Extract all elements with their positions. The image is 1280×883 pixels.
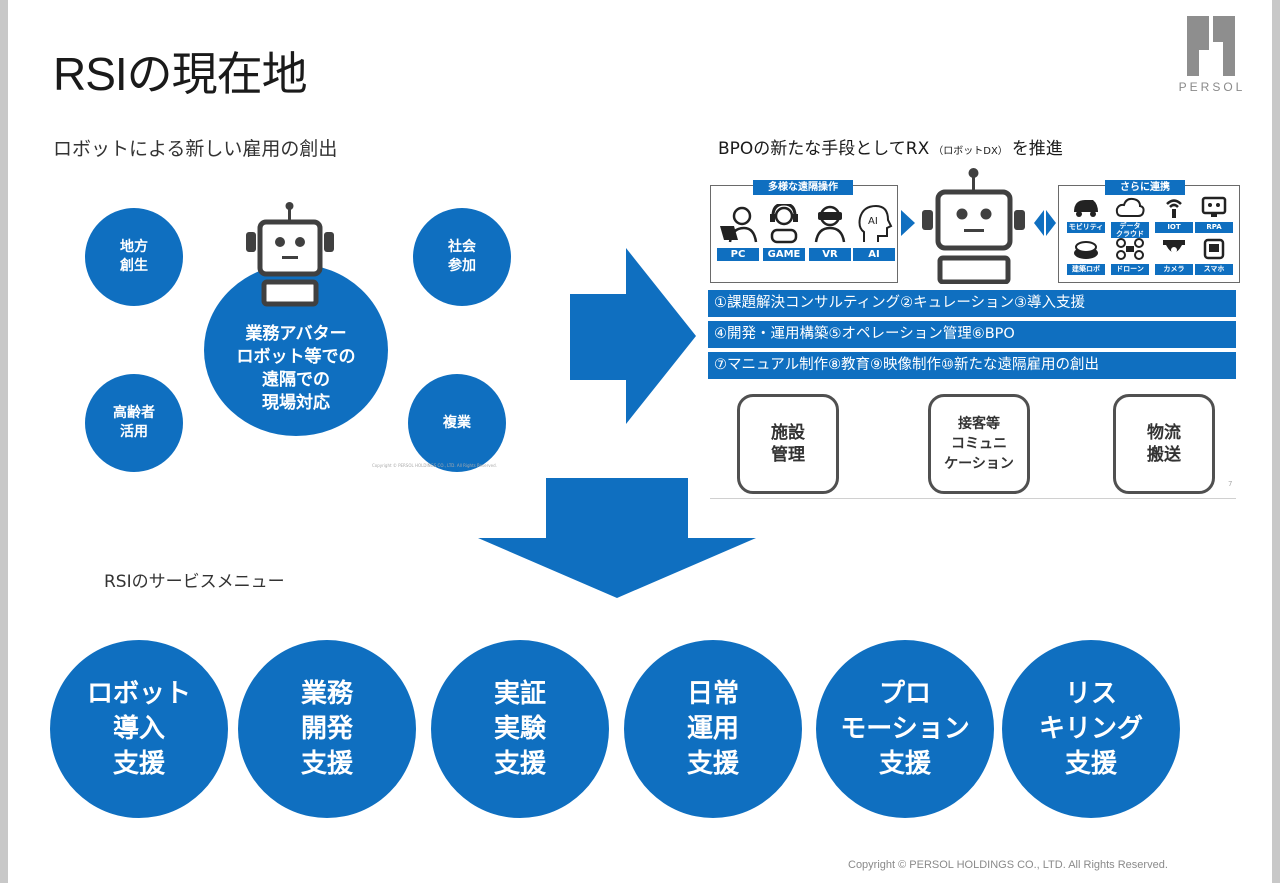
smartphone-label: スマホ: [1195, 264, 1233, 275]
camera-cell: カメラ: [1149, 238, 1199, 275]
ai-head-icon: AI: [858, 204, 893, 242]
right-heading-end: を推進: [1011, 139, 1063, 159]
gamer-headset-icon: [770, 202, 798, 244]
iot-label: IOT: [1155, 222, 1193, 233]
box-facility: 施設 管理: [737, 394, 839, 494]
svg-text:AI: AI: [868, 216, 878, 227]
mobility-cell: モビリティ: [1061, 196, 1111, 233]
mobility-label: モビリティ: [1067, 222, 1105, 233]
circle-elderly: 高齢者 活用: [85, 374, 183, 472]
service-daily-ops-label: 日常 運用 支援: [686, 678, 739, 779]
page-mark: 7: [1228, 480, 1233, 488]
circle-sidejob-label: 複業: [443, 414, 471, 431]
service-band-1: ①課題解決コンサルティング②キュレーション③導入支援: [708, 290, 1236, 317]
iot-icon: [1166, 199, 1182, 218]
pc-user-icon: [720, 206, 758, 243]
construction-robot-label: 建築ロボ: [1067, 264, 1105, 275]
service-reskilling-label: リス キリング 支援: [1038, 678, 1143, 779]
service-promotion-label: プロ モーション 支援: [840, 678, 970, 779]
rpa-icon: [1201, 196, 1227, 217]
arrow-right-icon: [570, 248, 696, 424]
circle-sidejob: 複業: [408, 374, 506, 472]
ai-label: AI: [853, 248, 895, 261]
center-circle-label: 業務アバター ロボット等での 遠隔での 現場対応: [236, 324, 356, 413]
drone-icon: [1116, 238, 1144, 260]
vr-headset-icon: [814, 205, 846, 243]
circle-regional-label: 地方 創生: [120, 239, 148, 274]
camera-label: カメラ: [1155, 264, 1193, 275]
right-heading-main: BPOの新たな手段としてRX: [718, 139, 930, 159]
service-band-2: ④開発・運用構築⑤オペレーション管理⑥BPO: [708, 321, 1236, 348]
game-cell: GAME: [759, 202, 809, 261]
arrow-down-icon: [478, 478, 756, 598]
arrow-right-small-icon: [901, 210, 915, 236]
data-cloud-icon: [1115, 197, 1145, 217]
mobility-icon: [1074, 200, 1098, 217]
game-label: GAME: [763, 248, 805, 261]
vr-cell: VR: [805, 204, 855, 261]
panel-divider: [710, 498, 1236, 499]
smartphone-icon: [1203, 238, 1225, 260]
remote-ops-tag: 多様な遠隔操作: [753, 180, 853, 195]
camera-icon: [1163, 240, 1185, 253]
construction-robot-icon: [1074, 241, 1098, 259]
right-heading-paren: （ロボットDX）: [933, 146, 1008, 157]
persol-logo-text: PERSOL: [1178, 80, 1246, 94]
integration-tag: さらに連携: [1105, 180, 1185, 195]
inner-copyright: Copyright © PERSOL HOLDINGS CO., LTD. Al…: [372, 463, 497, 468]
arrow-double-small-icon: [1034, 210, 1056, 236]
box-customer-service: 接客等 コミュニ ケーション: [928, 394, 1030, 494]
drone-cell: ドローン: [1105, 238, 1155, 275]
cloud-cell: データ クラウド: [1105, 196, 1155, 238]
service-reskilling: リス キリング 支援: [1002, 640, 1180, 818]
pc-label: PC: [717, 248, 759, 261]
circle-elderly-label: 高齢者 活用: [113, 405, 155, 440]
circle-regional: 地方 創生: [85, 208, 183, 306]
circle-social: 社会 参加: [413, 208, 511, 306]
pc-cell: PC: [713, 204, 763, 261]
rpa-label: RPA: [1195, 222, 1233, 233]
service-promotion: プロ モーション 支援: [816, 640, 994, 818]
slide: RSIの現在地 PERSOL ロボットによる新しい雇用の創出 地方 創生 社会 …: [8, 0, 1272, 883]
footer-copyright: Copyright © PERSOL HOLDINGS CO., LTD. Al…: [848, 859, 1168, 871]
left-subtitle: ロボットによる新しい雇用の創出: [53, 138, 338, 160]
service-robot-intro-label: ロボット 導入 支援: [86, 678, 191, 779]
right-heading: BPOの新たな手段としてRX（ロボットDX）を推進: [718, 134, 1063, 159]
service-daily-ops: 日常 運用 支援: [624, 640, 802, 818]
smartphone-cell: スマホ: [1189, 238, 1239, 275]
construction-robot-cell: 建築ロボ: [1061, 238, 1111, 275]
cloud-label: データ クラウド: [1111, 222, 1149, 238]
ai-cell: AI AI: [849, 204, 899, 261]
box-logistics: 物流 搬送: [1113, 394, 1215, 494]
services-label: RSIのサービスメニュー: [104, 572, 285, 592]
circle-social-label: 社会 参加: [448, 239, 476, 274]
persol-logo: PERSOL: [1176, 16, 1248, 96]
iot-cell: IOT: [1149, 196, 1199, 233]
service-business-dev: 業務 開発 支援: [238, 640, 416, 818]
robot-middle-icon: [922, 168, 1025, 284]
service-business-dev-label: 業務 開発 支援: [300, 678, 353, 779]
drone-label: ドローン: [1111, 264, 1149, 275]
robot-icon: [246, 202, 334, 307]
service-poc: 実証 実験 支援: [431, 640, 609, 818]
integration-panel: さらに連携 モビリティ データ クラウド IOT RPA 建築ロボ ドローン カ…: [1058, 180, 1240, 283]
persol-logo-mark: [1187, 16, 1235, 76]
service-band-3: ⑦マニュアル制作⑧教育⑨映像制作⑩新たな遠隔雇用の創出: [708, 352, 1236, 379]
service-poc-label: 実証 実験 支援: [493, 678, 546, 779]
remote-ops-panel: 多様な遠隔操作 PC GAME: [710, 180, 899, 283]
page-title: RSIの現在地: [53, 48, 308, 100]
service-robot-intro: ロボット 導入 支援: [50, 640, 228, 818]
rpa-cell: RPA: [1189, 196, 1239, 233]
vr-label: VR: [809, 248, 851, 261]
